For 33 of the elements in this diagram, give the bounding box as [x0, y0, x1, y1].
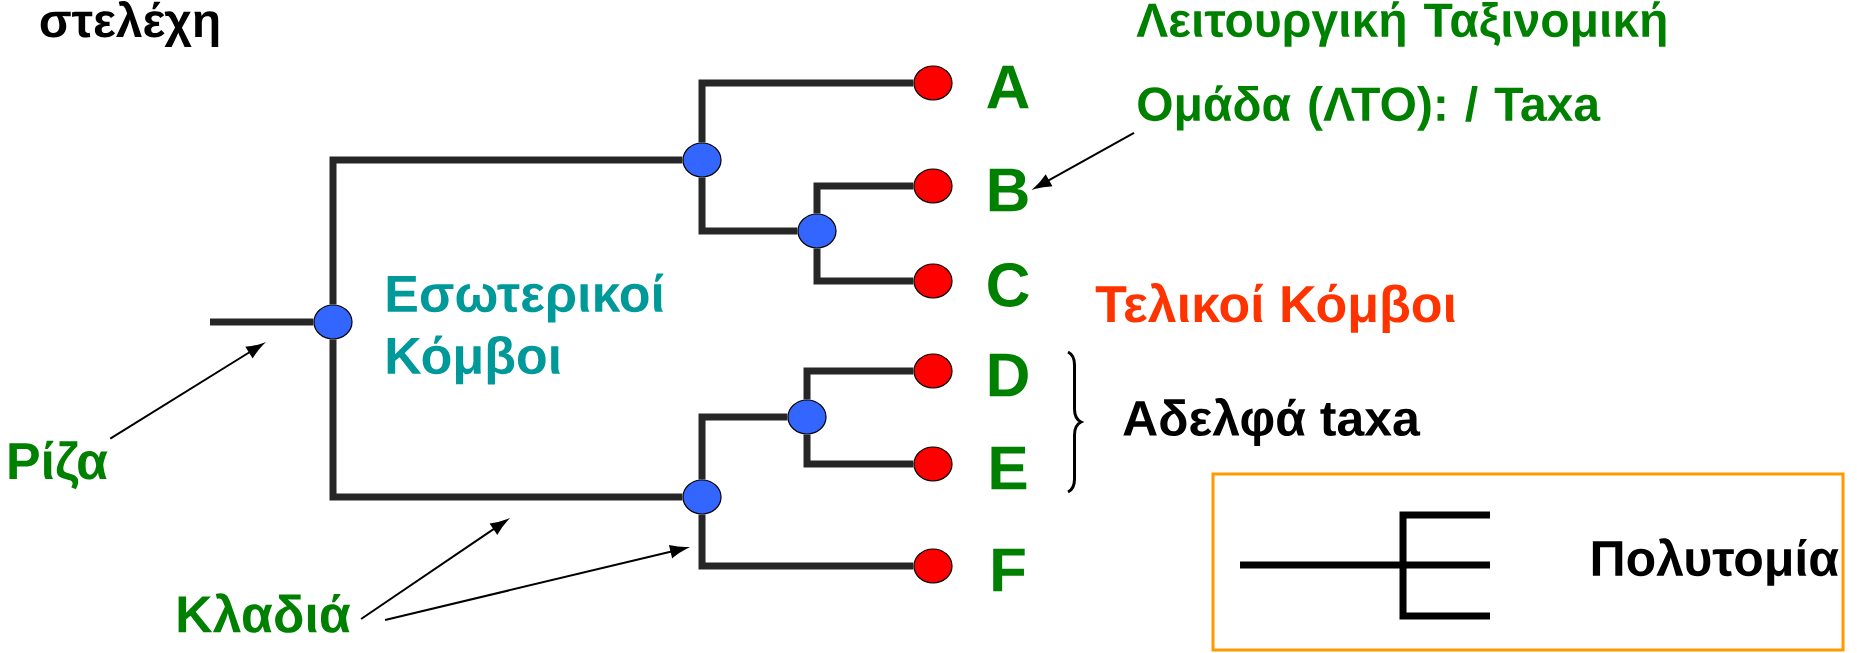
- tip-label: E: [991, 446, 1027, 490]
- internal-node-circle: [313, 304, 353, 340]
- internal-node-circle: [797, 213, 837, 249]
- leader-arrow: [1034, 131, 1135, 189]
- leader-arrow: [384, 545, 687, 621]
- text-label: Αδελφά taxa: [1123, 398, 1421, 446]
- callout-text: Λειτουργική Ταξινομική Ομάδα (ΛΤΟ): / Taxa: [1136, 1, 1666, 131]
- branch-line: [698, 514, 914, 570]
- internal-node-circle: [682, 142, 722, 178]
- branch-line: [803, 367, 914, 400]
- callout-text: Ρίζα: [9, 440, 108, 490]
- internal-node-circle: [787, 399, 827, 435]
- branch-line: [329, 339, 683, 501]
- legend-box: Πολυτομία: [1211, 472, 1845, 652]
- callout-text: Κλαδιά: [178, 593, 351, 633]
- branch-line: [698, 79, 914, 143]
- leader-arrow: [360, 519, 508, 620]
- branch-line: [803, 434, 914, 468]
- tip-label: C: [988, 263, 1029, 307]
- internal-node-circle: [682, 479, 722, 515]
- branch-line: [698, 413, 788, 480]
- tip-label: D: [989, 353, 1028, 397]
- tip-label: F: [993, 548, 1025, 592]
- text-label: Εσωτερικοί Κόμβοι: [387, 273, 664, 385]
- text-label: στελέχη: [40, 1, 219, 47]
- leader-arrow: [109, 343, 264, 440]
- tip-label: A: [987, 65, 1029, 109]
- tip-label: B: [989, 168, 1028, 212]
- text-label: Τελικοί Κόμβοι: [1095, 283, 1456, 333]
- branch-line: [813, 182, 914, 214]
- branch-line: [329, 156, 683, 305]
- branch-line: [813, 248, 914, 285]
- branch-line: [698, 177, 798, 235]
